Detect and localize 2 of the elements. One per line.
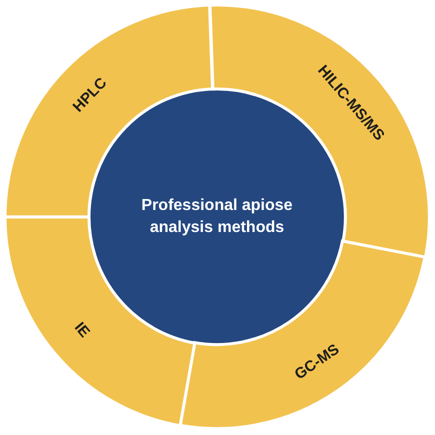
center-label: Professional apiose analysis methods bbox=[140, 196, 294, 238]
segment-label: IE bbox=[71, 319, 94, 342]
